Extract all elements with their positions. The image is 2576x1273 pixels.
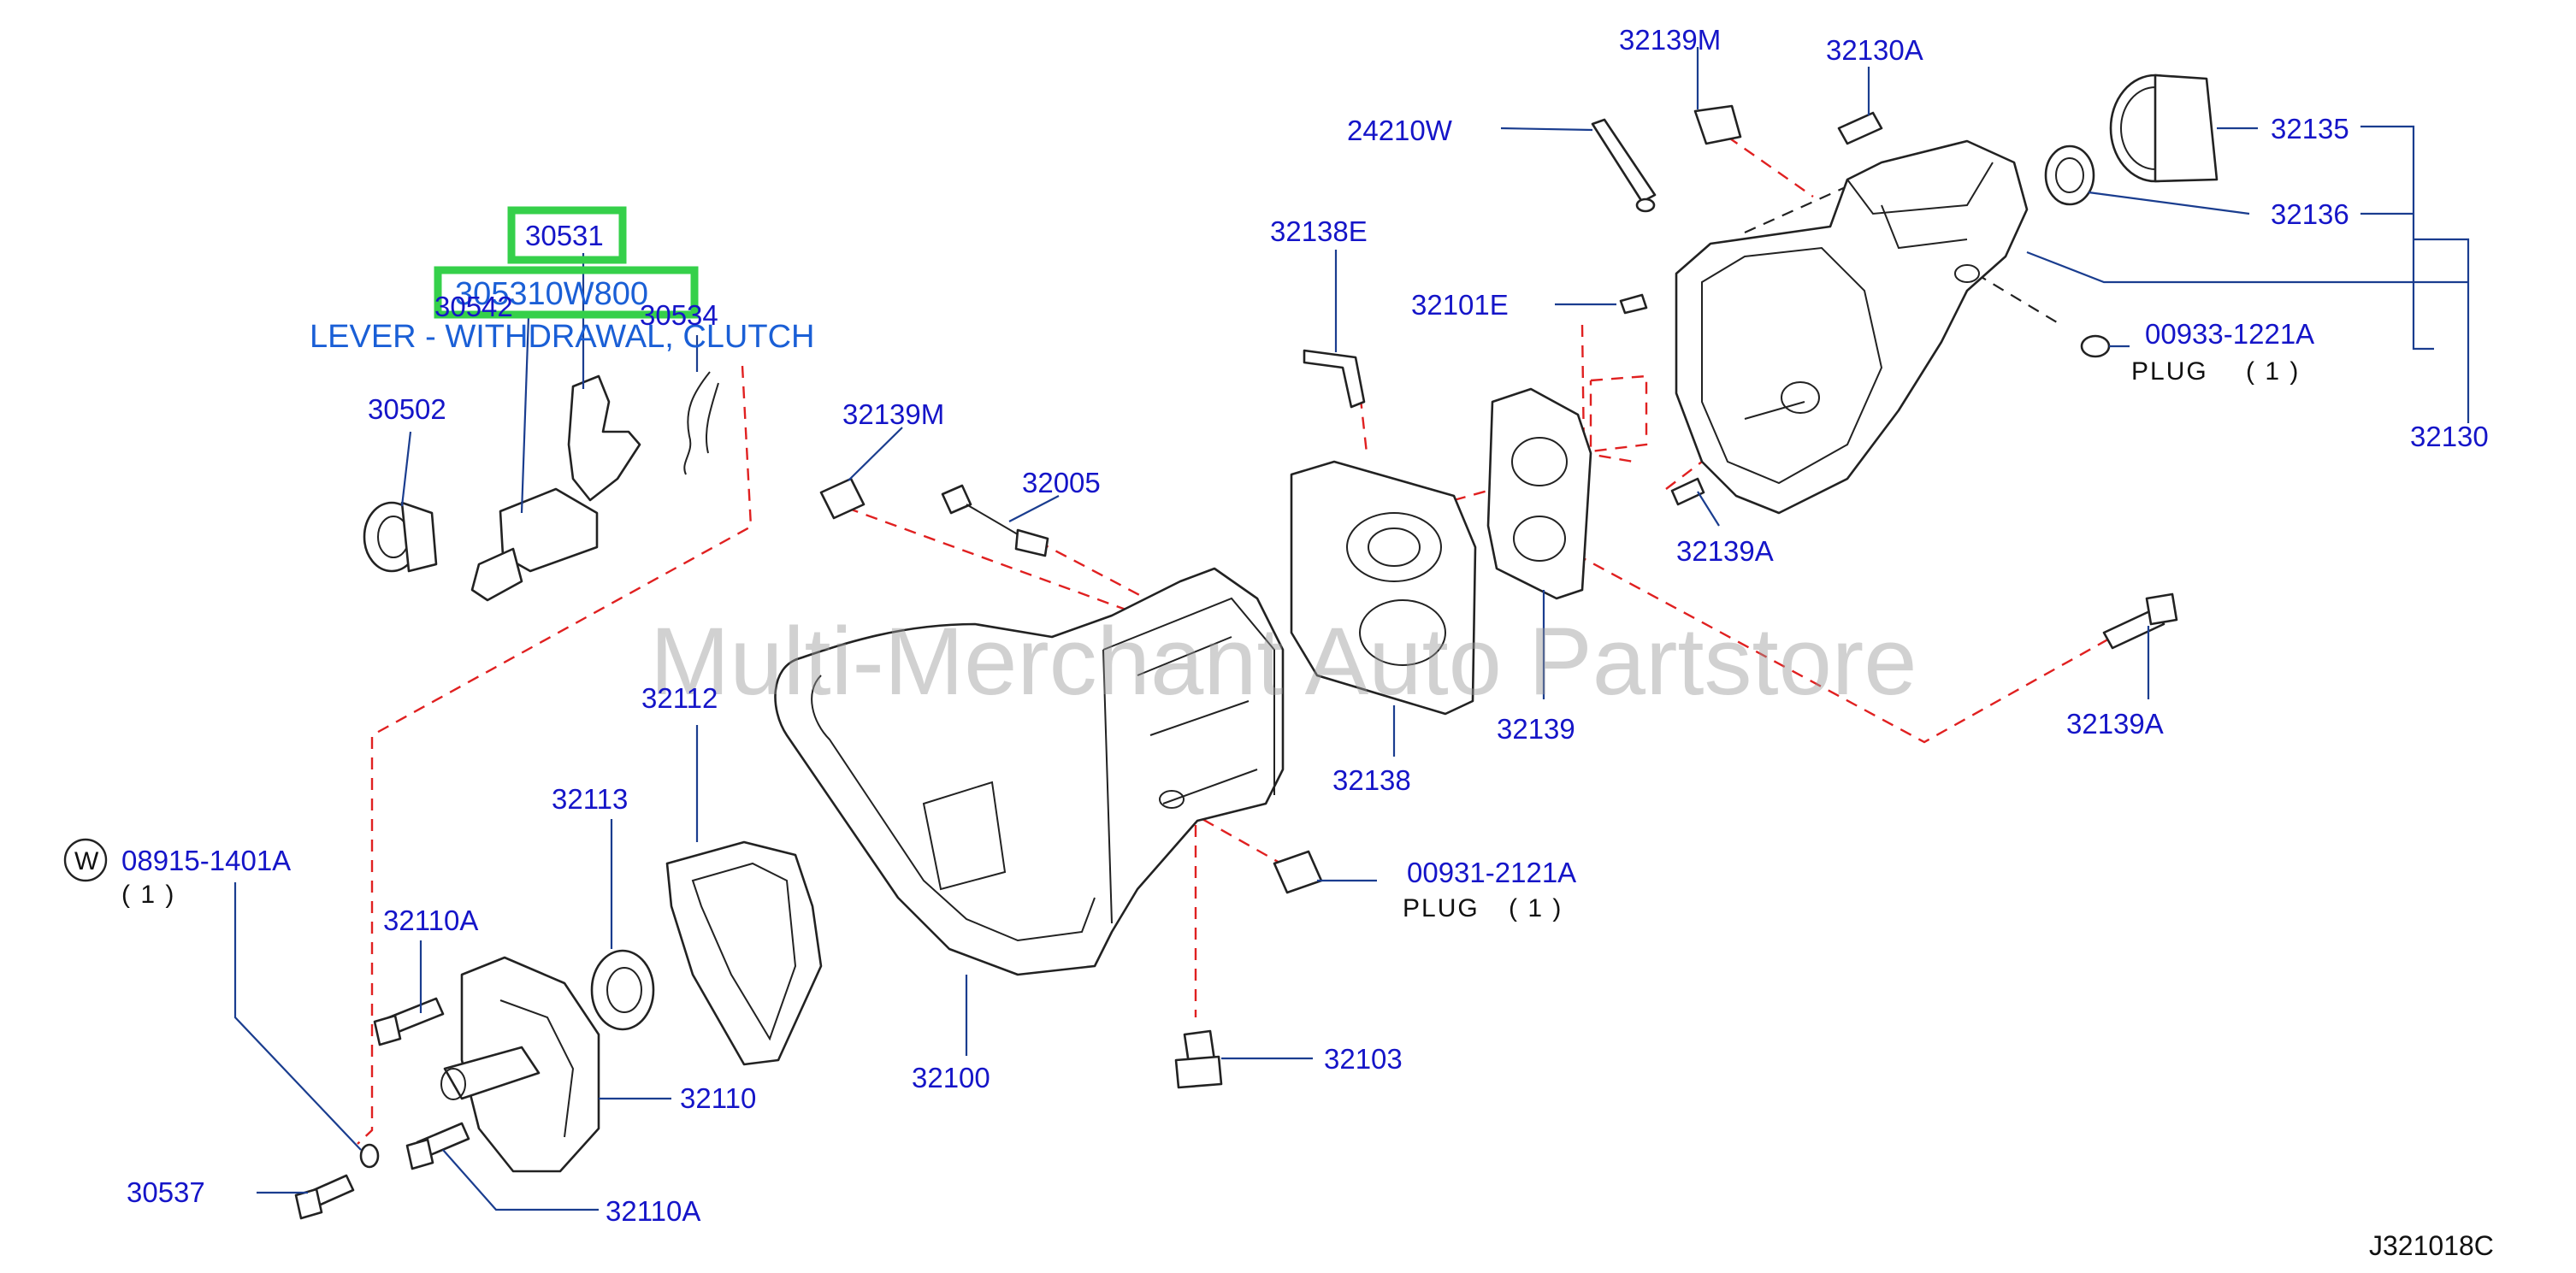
drain-plug-32103 <box>1174 1029 1223 1089</box>
label-32138E[interactable]: 32138E <box>1270 215 1368 247</box>
release-bearing <box>363 501 438 573</box>
plug-qty-1: ( 1 ) <box>2246 357 2300 386</box>
label-08915-1401A[interactable]: 08915-1401A <box>121 845 291 876</box>
plug-note-2: PLUG <box>1403 894 1480 922</box>
plug-00931 <box>1273 850 1323 894</box>
retainer-spring <box>683 371 719 475</box>
gasket-32112 <box>665 840 823 1066</box>
bolt-32130A <box>1837 111 1883 145</box>
withdrawal-lever[interactable] <box>470 374 641 602</box>
w-symbol-circle <box>63 838 108 882</box>
rod-24210W <box>1591 118 1657 213</box>
sensor-32005 <box>941 484 1049 557</box>
front-cover-32110 <box>440 956 600 1173</box>
bolt-32110A-top <box>373 997 445 1046</box>
label-32139A-mid[interactable]: 32139A <box>1676 535 1774 567</box>
label-32139[interactable]: 32139 <box>1497 713 1575 745</box>
label-32113[interactable]: 32113 <box>552 783 628 815</box>
label-32139M-top[interactable]: 32139M <box>1619 24 1721 56</box>
label-32103[interactable]: 32103 <box>1324 1043 1403 1075</box>
bolt-32139A-mid <box>1670 477 1705 506</box>
plug-32139M-top <box>1693 104 1742 145</box>
label-30502[interactable]: 30502 <box>368 393 446 425</box>
label-32138[interactable]: 32138 <box>1332 764 1411 796</box>
highlight-box-part <box>434 266 699 319</box>
highlighted-part-description: LEVER - WITHDRAWAL, CLUTCH <box>310 319 814 355</box>
label-32139A-right[interactable]: 32139A <box>2066 708 2164 740</box>
label-30542[interactable]: 30542 <box>434 291 513 322</box>
plug-00933 <box>2080 334 2111 358</box>
gasket-32139 <box>1486 387 1592 600</box>
washer-08915 <box>359 1143 380 1169</box>
plug-note-1: PLUG <box>2131 357 2208 386</box>
label-32110A-top[interactable]: 32110A <box>383 905 478 936</box>
label-32135[interactable]: 32135 <box>2271 113 2349 144</box>
diagram-code: J321018C <box>2369 1230 2494 1261</box>
highlighted-part-number[interactable]: 305310W800 <box>455 276 648 312</box>
watermark: Multi-Merchant Auto Partstore <box>650 608 1917 715</box>
label-24210W[interactable]: 24210W <box>1347 115 1453 146</box>
highlight-box-ref <box>507 206 627 264</box>
label-00931-2121A[interactable]: 00931-2121A <box>1407 857 1576 888</box>
plug-32139M-left <box>819 477 866 520</box>
label-32100[interactable]: 32100 <box>912 1062 990 1093</box>
label-32110[interactable]: 32110 <box>680 1082 756 1114</box>
transmission-case-32100 <box>774 567 1285 976</box>
oil-seal-32113 <box>590 949 655 1031</box>
bolt-32139A-right <box>2102 592 2178 650</box>
pin-32101E <box>1619 293 1648 315</box>
label-32112[interactable]: 32112 <box>641 682 718 714</box>
label-32139M-left[interactable]: 32139M <box>842 398 944 430</box>
plug-qty-2: ( 1 ) <box>1509 894 1563 922</box>
label-32130A[interactable]: 32130A <box>1826 34 1923 66</box>
bolt-30537 <box>294 1174 355 1220</box>
label-32130[interactable]: 32130 <box>2410 421 2489 452</box>
label-32110A-bottom[interactable]: 32110A <box>606 1195 700 1227</box>
label-30537[interactable]: 30537 <box>127 1176 205 1208</box>
part-labels: 30531 305310W800 LEVER - WITHDRAWAL, CLU… <box>63 24 2489 1227</box>
bolt-32110A-bottom <box>405 1122 470 1170</box>
leader-lines <box>233 47 2470 1211</box>
seal-32135 <box>2109 74 2219 183</box>
breather-32138E <box>1303 349 1366 409</box>
label-32136[interactable]: 32136 <box>2271 198 2349 230</box>
label-30531[interactable]: 30531 <box>525 220 604 251</box>
label-00933-1221A[interactable]: 00933-1221A <box>2145 318 2314 350</box>
label-30534[interactable]: 30534 <box>640 299 718 331</box>
label-32005[interactable]: 32005 <box>1022 467 1101 498</box>
label-32101E[interactable]: 32101E <box>1411 289 1509 321</box>
extension-housing-32130 <box>1675 139 2029 515</box>
axis-lines <box>1744 185 2062 326</box>
adapter-plate-32138 <box>1290 460 1477 716</box>
w-symbol: W <box>74 847 100 875</box>
w-qty: ( 1 ) <box>121 881 175 909</box>
bearing-32136 <box>2044 144 2095 206</box>
